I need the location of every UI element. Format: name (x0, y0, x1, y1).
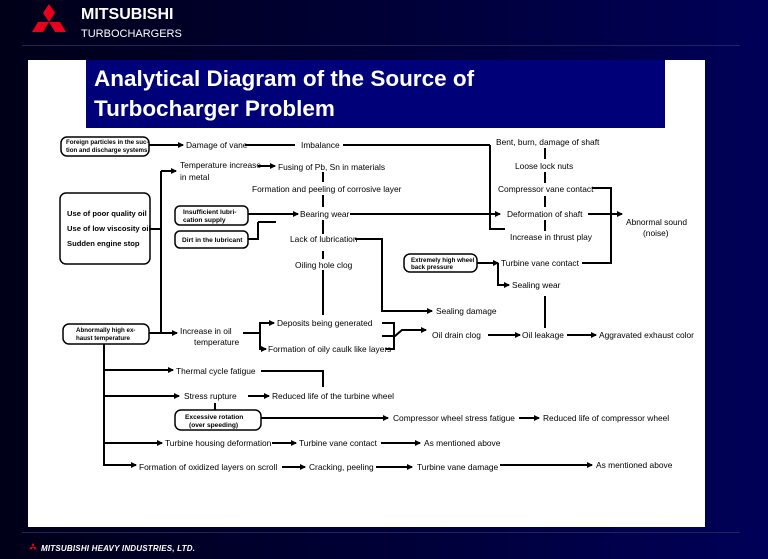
node-poor-oil-1: Use of poor quality oil (67, 209, 147, 218)
node-damage-vane: Damage of vane (186, 140, 248, 150)
node-temp-increase-1: Temperature increase (180, 160, 261, 170)
node-exhaust-temp-2: haust temperature (76, 335, 131, 342)
node-bearing-wear: Bearing wear (300, 209, 350, 219)
node-turbine-vane-damage: Turbine vane damage (417, 462, 499, 472)
node-turbine-vane-contact-bottom: Turbine vane contact (299, 438, 378, 448)
node-dirt-lubricant: Dirt in the lubricant (182, 237, 243, 244)
node-abnormal-sound-1: Abnormal sound (626, 217, 687, 227)
node-as-mentioned-2: As mentioned above (596, 460, 673, 470)
slide-title: Analytical Diagram of the Source of Turb… (86, 60, 665, 128)
node-oil-leakage: Oil leakage (522, 330, 564, 340)
node-back-pressure-2: back pressure (411, 264, 454, 271)
node-reduced-life-compressor: Reduced life of compressor wheel (543, 413, 669, 423)
node-insufficient-lubrication-2: cation supply (183, 217, 226, 224)
node-excessive-rotation-1: Excessive rotation (185, 414, 243, 421)
node-excessive-rotation-2: (over speeding) (189, 422, 238, 429)
node-oil-temp-increase-2: temperature (194, 337, 239, 347)
node-oil-temp-increase-1: Increase in oil (180, 326, 232, 336)
node-abnormal-sound-2: (noise) (643, 228, 669, 238)
node-as-mentioned-1: As mentioned above (424, 438, 501, 448)
node-imbalance: Imbalance (301, 140, 340, 150)
footer-logo-icon (29, 543, 37, 550)
node-back-pressure-1: Extremely high wheel (411, 257, 475, 264)
node-aggravated-exhaust: Aggravated exhaust color (599, 330, 694, 340)
mitsubishi-logo-icon (32, 4, 66, 32)
node-oxidized-layers: Formation of oxidized layers on scroll (139, 462, 277, 472)
brand-subtitle: TURBOCHARGERS (81, 28, 182, 40)
header-divider (22, 45, 740, 46)
node-oil-drain-clog: Oil drain clog (432, 330, 481, 340)
node-sealing-damage: Sealing damage (436, 306, 497, 316)
node-lack-lubrication: Lack of lubrication (290, 234, 358, 244)
node-deformation-shaft: Deformation of shaft (507, 209, 583, 219)
node-turbine-vane-contact-right: Turbine vane contact (501, 258, 580, 268)
footer-company: MITSUBISHI HEAVY INDUSTRIES, LTD. (41, 544, 196, 553)
node-bent-shaft: Bent, burn, damage of shaft (496, 137, 600, 147)
node-foreign-particles-2: tion and discharge systems (66, 147, 148, 154)
title-line-1: Analytical Diagram of the Source of (94, 66, 475, 91)
node-compressor-stress-fatigue: Compressor wheel stress fatigue (393, 413, 515, 423)
node-insufficient-lubrication-1: Insufficient lubri- (183, 209, 236, 216)
node-exhaust-temp-1: Abnormally high ex- (76, 327, 135, 334)
node-housing-deformation: Turbine housing deformation (165, 438, 272, 448)
node-poor-oil-2: Use of low viscosity oil (67, 224, 151, 233)
node-thrust-play: Increase in thrust play (510, 232, 593, 242)
node-foreign-particles-1: Foreign particles in the suc- (66, 139, 149, 146)
title-line-2: Turbocharger Problem (94, 96, 335, 121)
footer-divider (22, 532, 740, 533)
cause-boxes (59, 136, 478, 431)
node-deposits: Deposits being generated (277, 318, 373, 328)
node-sealing-wear: Sealing wear (512, 280, 561, 290)
node-fusing: Fusing of Pb, Sn in materials (278, 162, 385, 172)
node-oiling-hole-clog: Oiling hole clog (295, 260, 353, 270)
node-reduced-life-turbine: Reduced life of the turbine wheel (272, 391, 394, 401)
node-temp-increase-2: in metal (180, 172, 209, 182)
brand-name: MITSUBISHI (81, 6, 174, 23)
node-stress-rupture: Stress rupture (184, 391, 237, 401)
node-oily-caulk: Formation of oily caulk like layers (268, 344, 391, 354)
node-cracking-peeling: Cracking, peeling (309, 462, 374, 472)
node-thermal-fatigue: Thermal cycle fatigue (176, 366, 256, 376)
connector-lines (103, 142, 623, 470)
node-corrosive-layer: Formation and peeling of corrosive layer (252, 184, 402, 194)
node-compressor-vane-contact: Compressor vane contact (498, 184, 594, 194)
node-loose-nuts: Loose lock nuts (515, 161, 573, 171)
node-poor-oil-3: Sudden engine stop (67, 239, 140, 248)
